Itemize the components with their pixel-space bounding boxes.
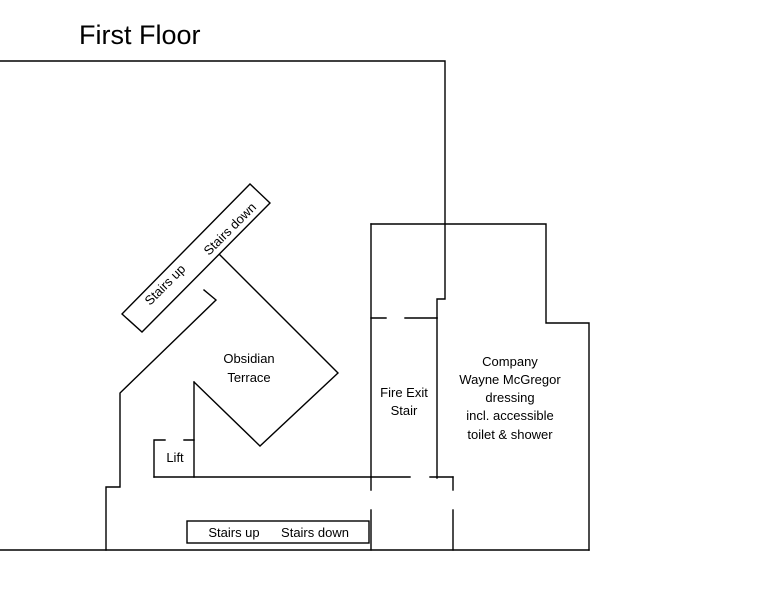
stairs-up-lower-label: Stairs up — [208, 525, 259, 540]
dressing-label-1: Company — [482, 354, 538, 369]
lift-wall-right — [183, 439, 195, 478]
dressing-label-3: dressing — [485, 390, 534, 405]
dressing-room-wall — [370, 223, 590, 551]
lobby-wall — [105, 289, 218, 551]
dressing-label-5: toilet & shower — [467, 427, 553, 442]
upper-stairs — [120, 183, 272, 333]
lift-label: Lift — [166, 450, 184, 465]
outer-wall — [0, 60, 446, 319]
obsidian-terrace-label-1: Obsidian — [223, 351, 274, 366]
lift-wall — [153, 439, 166, 478]
stairs-down-upper-label: Stairs down — [201, 199, 260, 258]
dressing-label-2: Wayne McGregor — [459, 372, 561, 387]
fire-exit-label-2: Stair — [391, 403, 418, 418]
dressing-label-4: incl. accessible — [466, 408, 553, 423]
floor-title: First Floor — [79, 20, 201, 50]
terrace-wall — [193, 254, 340, 447]
fire-exit-label-1: Fire Exit — [380, 385, 428, 400]
stairs-up-upper-label: Stairs up — [142, 261, 189, 308]
lower-stairs — [186, 520, 370, 544]
stairs-down-lower-label: Stairs down — [281, 525, 349, 540]
obsidian-terrace-label-2: Terrace — [227, 370, 270, 385]
